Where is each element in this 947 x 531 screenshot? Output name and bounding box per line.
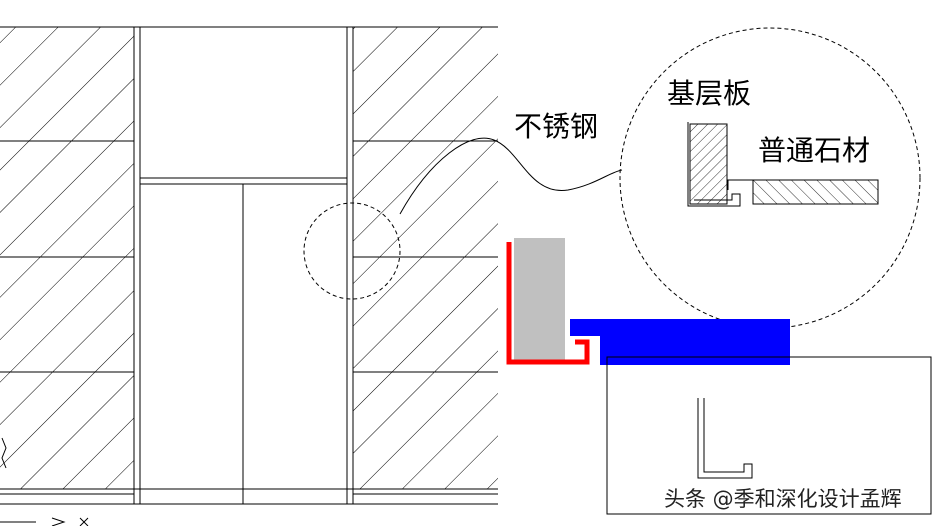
base-board-label: 基层板	[667, 77, 751, 110]
left-stone-panel	[0, 27, 134, 489]
stainless-steel-trim	[506, 242, 590, 365]
stone-fill	[600, 319, 790, 365]
elevation-view	[0, 26, 498, 527]
ordinary-stone-label: 普通石材	[758, 134, 870, 167]
leader-line	[399, 137, 623, 215]
enlarged-detail	[619, 27, 921, 329]
bottom-marks	[0, 437, 89, 527]
base-board-section	[689, 123, 728, 205]
watermark-text: 头条 @季和深化设计孟辉	[664, 487, 902, 511]
right-stone-panel	[353, 27, 498, 489]
stone-section	[752, 179, 879, 205]
base-board-fill	[514, 238, 565, 360]
enlarged-detail-circle	[619, 27, 921, 329]
detail-callout-circle	[303, 202, 401, 300]
angle-profile	[697, 398, 753, 479]
horizontal-joints	[0, 26, 498, 505]
lower-detail-box	[606, 356, 932, 515]
colored-section	[506, 238, 790, 365]
door-frame	[133, 27, 354, 504]
stainless-trim-outline	[687, 122, 741, 207]
stainless-steel-label: 不锈钢	[514, 110, 598, 143]
lower-detail-frame	[606, 356, 932, 515]
